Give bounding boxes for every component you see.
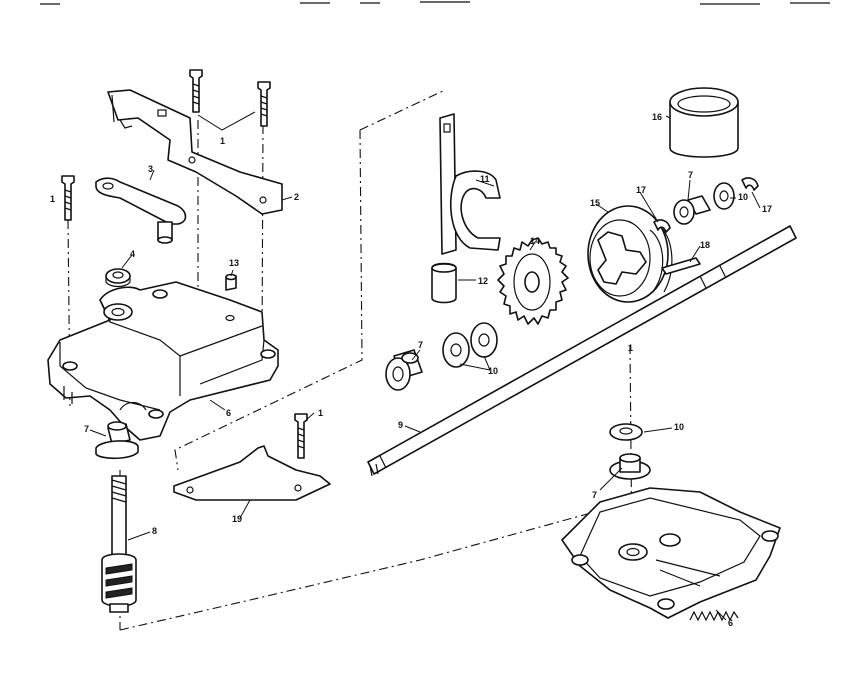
callout-6-lower: 6 [728,618,733,628]
callout-7-middle: 7 [418,340,423,350]
washer-part-10-middle-b [470,322,498,358]
callout-17-left: 17 [636,185,646,195]
bracket-part-2 [107,89,283,215]
callout-6-upper: 6 [226,408,231,418]
callout-13: 13 [229,258,239,268]
housing-upper-part-6 [47,281,279,441]
callout-16: 16 [652,112,662,122]
washer-part-10-lower [609,423,643,441]
callout-10-middle: 10 [488,366,498,376]
plug-part-13 [225,273,237,291]
callout-3: 3 [148,164,153,174]
top-edge-fragments [40,1,830,5]
lever-part-3 [95,177,187,244]
callout-labels: 1 1 1 1 2 3 4 13 6 6 7 7 7 7 8 9 10 10 1… [50,112,772,628]
callout-7-upper: 7 [688,170,693,180]
bushing-part-7-middle [385,349,423,391]
washer-part-10-upper [713,182,735,210]
callout-15: 15 [590,198,600,208]
collar-part-12 [431,262,457,304]
e-ring-part-17-left [653,219,671,233]
bushing-part-7-upper [673,195,711,225]
callout-17-right: 17 [762,204,772,214]
housing-lower-part-6 [561,487,781,622]
callout-7-lower: 7 [592,490,597,500]
callout-7-left: 7 [84,424,89,434]
callout-10-lower: 10 [674,422,684,432]
callout-1-lower: 1 [318,408,323,418]
callout-1-top: 1 [220,136,225,146]
washer-part-10-middle-a [442,332,470,368]
callout-8: 8 [152,526,157,536]
sleeve-part-16 [669,87,739,158]
callout-1-left: 1 [50,194,55,204]
callout-10-upper: 10 [738,192,748,202]
screw-part-1-lower [294,413,308,459]
callout-9: 9 [398,420,403,430]
screw-part-1-top-left [189,69,203,113]
shift-fork-part-11 [439,113,501,255]
callout-11: 11 [480,174,490,184]
e-ring-part-17-right [741,177,759,191]
callout-14: 14 [530,236,540,246]
screw-part-1-left [61,175,75,221]
callout-19: 19 [232,514,242,524]
callout-2: 2 [294,192,299,202]
gear-part-14 [497,237,569,325]
callout-4: 4 [130,249,135,259]
washer-part-4 [105,268,131,288]
bushing-part-7-lower [609,453,651,480]
callout-1-bottom: 1 [628,343,633,353]
screw-part-1-top-right [257,81,271,127]
clutch-part-15 [587,205,673,303]
callout-12: 12 [478,276,488,286]
callout-18: 18 [700,240,710,250]
shaft-part-9 [367,225,797,477]
bushing-part-7-left [95,421,139,460]
worm-shaft-part-8 [101,475,137,613]
plate-part-19 [173,445,331,501]
leader-lines [89,115,761,621]
